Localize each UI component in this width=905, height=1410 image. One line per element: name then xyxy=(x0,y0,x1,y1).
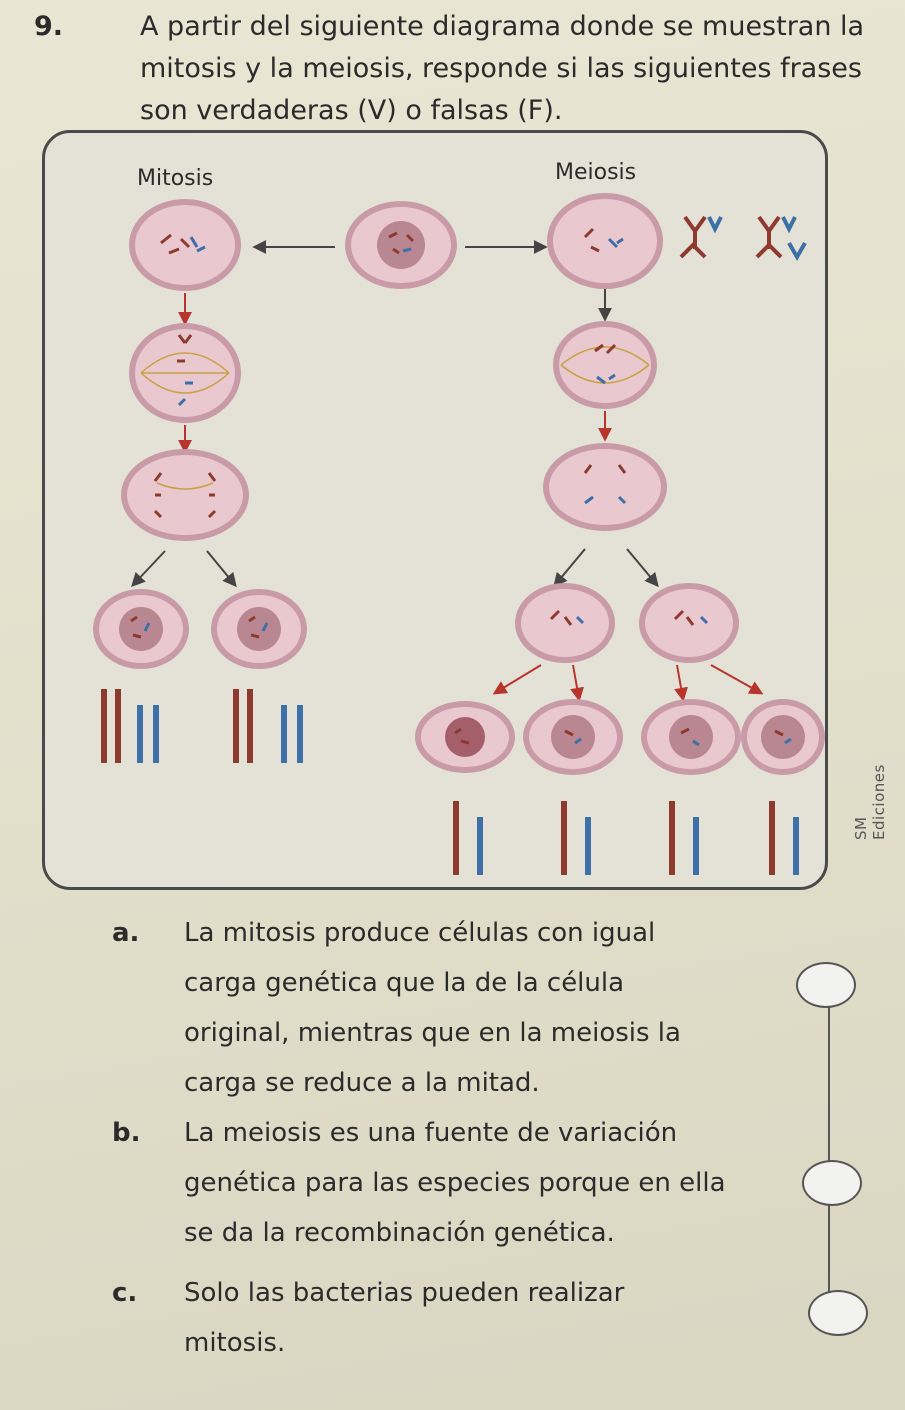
original-cell xyxy=(345,201,457,289)
meiosis-anaphase-I-cell xyxy=(543,443,667,531)
meiosis-chromosomes-gamete-1 xyxy=(453,801,483,875)
mitosis-chromosome-set-1 xyxy=(101,689,159,763)
meiosis-label: Meiosis xyxy=(555,160,636,185)
statement-b-label: b. xyxy=(112,1118,141,1148)
question-block: 9. A partir del siguiente diagrama donde… xyxy=(34,6,880,132)
meiosis-chromosomes-gamete-2 xyxy=(561,801,591,875)
mitosis-chromosome-set-2 xyxy=(233,689,303,763)
mitosis-meiosis-diagram: Mitosis Meiosis xyxy=(93,160,825,875)
mitosis-daughter-cell-1 xyxy=(93,589,189,669)
answer-rail xyxy=(828,985,830,1305)
meiosis-prophase-cell xyxy=(547,193,663,289)
statement-a-label: a. xyxy=(112,918,140,948)
mitosis-metaphase-cell xyxy=(129,323,241,423)
answer-circle-b[interactable] xyxy=(802,1160,862,1206)
diagram-panel: Mitosis Meiosis xyxy=(42,130,828,890)
statement-a: a. La mitosis produce células con igual … xyxy=(112,908,732,1108)
statement-c-label: c. xyxy=(112,1278,138,1308)
mitosis-anaphase-cell xyxy=(121,449,249,541)
credit-text: SM Ediciones xyxy=(852,764,888,840)
meiosis-chromosomes-gamete-4 xyxy=(769,801,799,875)
question-text: A partir del siguiente diagrama donde se… xyxy=(140,11,865,126)
meiosis-secondary-cell-1 xyxy=(515,583,615,663)
homologous-pair-icons xyxy=(679,215,807,262)
statement-b-text: La meiosis es una fuente de variación ge… xyxy=(184,1118,726,1248)
meiosis-gamete-2 xyxy=(523,699,623,775)
mitosis-daughter-cell-2 xyxy=(211,589,307,669)
answer-circle-c[interactable] xyxy=(808,1290,868,1336)
meiosis-secondary-cell-2 xyxy=(639,583,739,663)
meiosis-metaphase-I-cell xyxy=(553,321,657,409)
meiosis-gamete-3 xyxy=(641,699,741,775)
meiosis-gamete-4 xyxy=(741,699,825,775)
mitosis-prophase-cell xyxy=(129,199,241,291)
mitosis-label: Mitosis xyxy=(137,166,213,191)
statement-c-text: Solo las bacterias pueden realizar mitos… xyxy=(184,1278,625,1358)
meiosis-gamete-1 xyxy=(415,701,515,773)
statement-b: b. La meiosis es una fuente de variación… xyxy=(112,1108,732,1258)
meiosis-chromosomes-gamete-3 xyxy=(669,801,699,875)
answer-circle-a[interactable] xyxy=(796,962,856,1008)
statement-c: c. Solo las bacterias pueden realizar mi… xyxy=(112,1268,732,1368)
statement-a-text: La mitosis produce células con igual car… xyxy=(184,918,681,1098)
question-number: 9. xyxy=(34,11,64,42)
